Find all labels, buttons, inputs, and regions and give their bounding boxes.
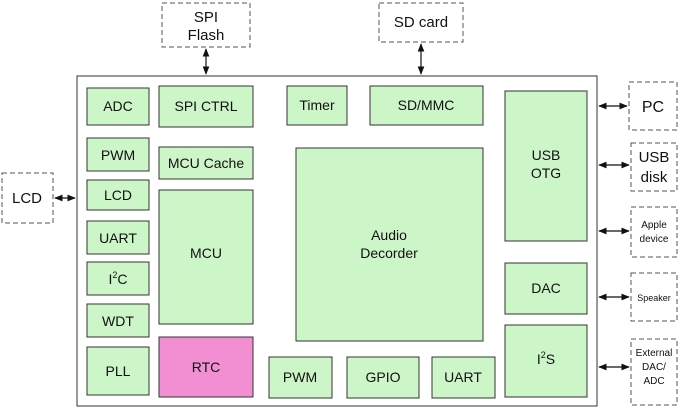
block-usb-otg-line2: OTG [531,165,561,181]
block-gpio-label: GPIO [365,369,400,385]
external-spi-flash: SPI Flash [161,2,251,48]
external-spi-flash-line2: Flash [188,27,225,44]
block-adc-label: ADC [103,98,133,114]
block-pll: PLL [86,346,150,396]
block-adc: ADC [86,87,150,126]
block-audio-decoder: Audio Decorder [295,147,484,342]
block-mcu: MCU [158,189,254,325]
block-audio-decoder-line1: Audio [371,227,407,243]
external-dac-adc-line3: ADC [643,376,664,387]
block-gpio: GPIO [346,356,420,399]
block-uart-bottom-label: UART [444,369,482,385]
block-pwm-bottom-label: PWM [283,369,317,385]
block-dac-label: DAC [531,280,561,296]
block-i2s-label: I2S [537,350,555,367]
block-audio-decoder-line2: Decorder [360,245,418,261]
external-dac-adc-line2: DAC/ [642,362,666,373]
block-pwm-left: PWM [86,137,150,172]
external-usb-disk: USB disk [630,142,678,192]
block-sd-mmc: SD/MMC [369,85,484,126]
block-pll-label: PLL [106,363,131,379]
block-lcd: LCD [86,179,150,211]
external-usb-disk-line2: disk [641,169,668,186]
block-uart-bottom: UART [431,356,496,399]
external-apple-device-line2: device [640,234,669,245]
external-dac-adc: External DAC/ ADC [630,338,678,406]
block-wdt: WDT [86,303,150,338]
i2s-superscript: 2 [541,350,546,360]
block-lcd-label: LCD [104,187,132,203]
external-spi-flash-line1: SPI [194,9,218,26]
i2c-superscript: 2 [112,270,117,280]
block-pwm-bottom: PWM [268,356,333,399]
block-uart-left-label: UART [99,230,137,246]
block-dac: DAC [504,262,588,315]
block-mcu-cache-label: MCU Cache [168,155,244,171]
block-timer-label: Timer [299,97,335,113]
external-sd-card-label: SD card [394,14,448,31]
block-i2s: I2S [504,324,588,398]
external-lcd: LCD [1,172,54,224]
block-sd-mmc-label: SD/MMC [398,97,455,113]
block-usb-otg: USB OTG [504,90,588,242]
block-spi-ctrl-label: SPI CTRL [174,98,237,114]
external-speaker: Speaker [630,272,678,322]
block-rtc-label: RTC [192,359,221,375]
block-rtc: RTC [158,336,254,398]
block-pwm-left-label: PWM [101,147,135,163]
block-usb-otg-line1: USB [532,147,561,163]
external-sd-card: SD card [378,2,464,43]
external-dac-adc-line1: External [636,348,673,359]
block-uart-left: UART [86,220,150,255]
external-pc-label: PC [642,99,664,116]
external-pc: PC [628,81,678,131]
external-apple-device-line1: Apple [641,220,667,231]
block-mcu-label: MCU [190,245,222,261]
block-mcu-cache: MCU Cache [158,146,254,180]
external-apple-device: Apple device [630,206,678,258]
block-i2c-label: I2C [108,270,127,287]
external-usb-disk-line1: USB [639,149,670,166]
block-wdt-label: WDT [102,313,134,329]
external-lcd-label: LCD [12,190,42,207]
external-speaker-label: Speaker [637,293,671,303]
block-timer: Timer [286,85,348,126]
block-i2c: I2C [86,261,150,296]
block-spi-ctrl: SPI CTRL [158,85,254,128]
